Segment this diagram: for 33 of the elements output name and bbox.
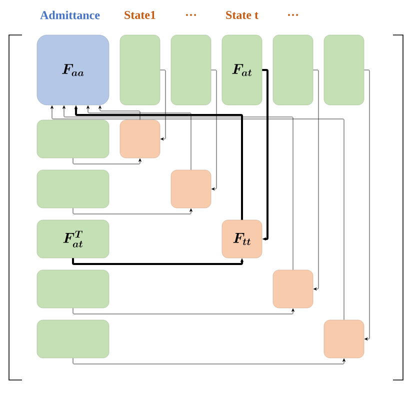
- matrix-block: [272, 34, 314, 106]
- matrix-block: [36, 120, 110, 158]
- arrow: [72, 308, 294, 314]
- arrow: [72, 158, 142, 164]
- matrix-block: [120, 120, 160, 158]
- matrix-block: [36, 320, 110, 358]
- arrow: [98, 106, 140, 120]
- arrow: [262, 69, 268, 241]
- column-header: …: [288, 14, 298, 16]
- column-header: …: [186, 14, 196, 16]
- arrow: [72, 358, 346, 364]
- matrix-block: [120, 34, 160, 106]
- matrix-block: $F_{at}$: [222, 34, 262, 106]
- column-header: State t: [226, 10, 258, 20]
- column-header: State1: [124, 10, 156, 20]
- matrix-block: [36, 170, 110, 208]
- matrix-block: $F_{tt}$: [222, 220, 262, 258]
- arrow: [50, 106, 344, 320]
- arrow: [62, 106, 294, 270]
- arrow: [160, 70, 166, 140]
- matrix-block: [272, 270, 314, 308]
- matrix-block: [36, 270, 110, 308]
- column-header: Admittance: [40, 10, 100, 20]
- matrix-block: [170, 34, 212, 106]
- arrow: [72, 208, 192, 214]
- matrix-block: [324, 34, 364, 106]
- matrix-block: [324, 320, 364, 358]
- matrix-block: $F_{aa}$: [36, 34, 110, 106]
- matrix-block: [170, 170, 212, 208]
- matrix-block: $F_{at}^{T}$: [36, 220, 110, 258]
- arrow: [86, 106, 192, 170]
- arrow: [210, 70, 217, 190]
- arrow: [312, 70, 319, 290]
